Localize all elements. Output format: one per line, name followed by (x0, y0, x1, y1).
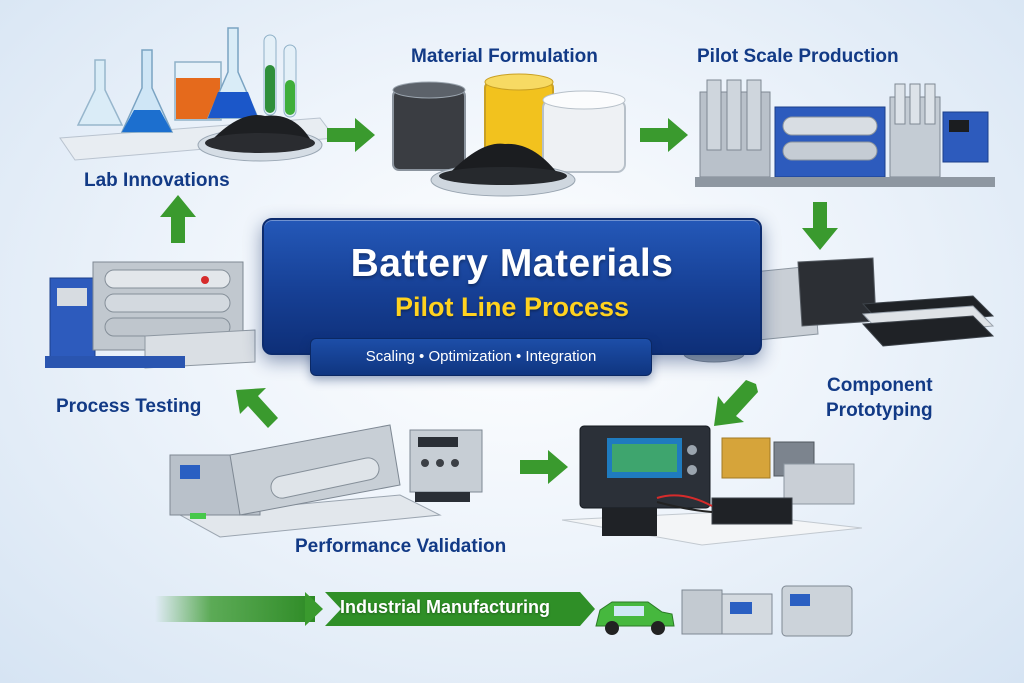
diagram-subtitle: Pilot Line Process (394, 292, 630, 322)
manufacturing-arrow-bar (155, 592, 595, 626)
arrow-right-icon (327, 118, 377, 152)
lab-glassware-illustration (50, 20, 340, 170)
roller-press-illustration (160, 405, 505, 545)
stage-label-testing: Process Testing (56, 396, 202, 417)
stage-label-validation: Performance Validation (295, 536, 507, 557)
arrow-down-icon (802, 202, 838, 250)
arrow-right-icon (640, 118, 690, 152)
tagline-text: Scaling • Optimization • Integration (365, 348, 597, 365)
arrow-up-left-icon (232, 386, 280, 434)
manufacturing-equipment-illustration (590, 580, 860, 642)
manufacturing-label: Industrial Manufacturing (340, 597, 551, 617)
arrow-down-left-icon (712, 380, 760, 428)
stage-label-component-line2: Prototyping (826, 400, 933, 421)
stage-label-component-line1: Component (827, 375, 933, 396)
stage-label-lab: Lab Innovations (84, 170, 230, 191)
test-instrument-illustration (562, 420, 867, 550)
stage-label-formulation: Material Formulation (411, 46, 598, 67)
tagline-bar: Scaling • Optimization • Integration (310, 338, 652, 376)
pilot-machinery-illustration (695, 72, 995, 197)
material-jars-illustration (385, 72, 635, 202)
stage-label-pilot: Pilot Scale Production (697, 46, 899, 67)
center-title-panel: Battery Materials Pilot Line Process (262, 218, 762, 355)
diagram-title: Battery Materials (350, 242, 674, 285)
arrow-right-icon (520, 450, 570, 484)
coating-machine-illustration (45, 250, 260, 375)
arrow-up-icon (160, 195, 196, 243)
